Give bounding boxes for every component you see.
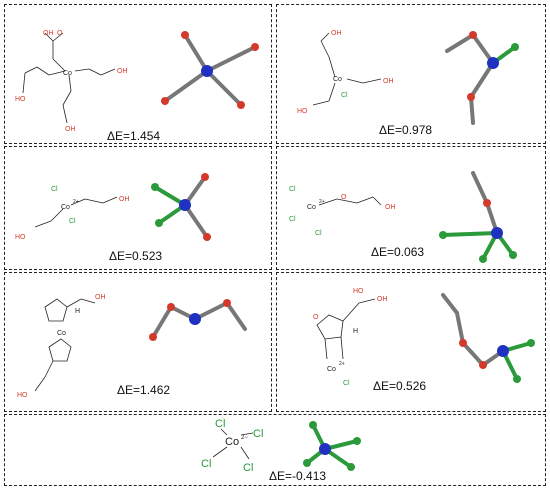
cl-label: Cl (341, 92, 348, 99)
panel-2: Co Cl OH OH HO ΔE=0.978 (276, 4, 546, 144)
co-label: Co (63, 70, 72, 77)
structure-3d-p5 (149, 299, 247, 341)
energy-label: ΔE=-0.413 (269, 469, 327, 483)
energy-label: ΔE=1.462 (117, 383, 171, 397)
structure-2d-p4: Cl Cl Cl Co 2+ O OH (289, 186, 396, 237)
oh-label: OH (95, 294, 106, 301)
structure-3d-p1 (161, 31, 259, 109)
structure-3d-p2 (445, 31, 519, 125)
oh-label: OH (331, 30, 342, 37)
ho-label: HO (297, 108, 308, 115)
h-label: H (353, 328, 358, 335)
energy-label: ΔE=0.978 (379, 123, 433, 137)
structure-2d-p5: Co OH HO H (17, 294, 106, 399)
panel-6: O HO OH H Co 2+ Cl ΔE=0.526 (276, 272, 546, 412)
cl-label: Cl (343, 380, 350, 387)
h-label: H (75, 308, 80, 315)
structure-3d-p6 (441, 293, 535, 383)
co-charge: 2− (241, 435, 248, 441)
panel-7: Cl Cl Cl Cl Co 2− ΔE=-0.413 (4, 414, 546, 486)
co-charge: 2+ (339, 361, 345, 367)
cl-label: Cl (289, 216, 296, 223)
cl-label: Cl (51, 186, 58, 193)
structure-2d-p2: Co Cl OH OH HO (297, 30, 394, 115)
cl-label: Cl (201, 458, 211, 470)
energy-label: ΔE=1.454 (107, 129, 161, 143)
structure-3d-p3 (151, 173, 211, 241)
energy-label: ΔE=0.526 (373, 379, 427, 393)
co-label: Co (327, 366, 336, 373)
ho-label: HO (15, 234, 26, 241)
ho-label: HO (17, 392, 28, 399)
structure-2d-p6: O HO OH H Co 2+ Cl (313, 288, 388, 387)
structure-3d-p7 (303, 421, 361, 471)
structure-2d-p7: Cl Cl Cl Cl Co 2− (201, 418, 263, 474)
panel-1: O Co OH HO OH OH ΔE=1.454 (4, 4, 272, 144)
co-label: Co (57, 330, 66, 337)
ho-label: HO (15, 96, 26, 103)
oh-label: OH (383, 78, 394, 85)
oh-label: OH (43, 30, 54, 37)
structure-2d-p1: O Co OH HO OH OH (15, 30, 128, 133)
cl-label: Cl (215, 418, 225, 430)
cl-label: Cl (243, 462, 253, 474)
ho-label: HO (353, 288, 364, 295)
o-label: O (313, 314, 319, 321)
co-label: Co (225, 436, 239, 448)
oh-label: OH (65, 126, 76, 133)
oh-label: OH (119, 196, 130, 203)
oh-label: OH (377, 296, 388, 303)
oh-label: OH (117, 68, 128, 75)
energy-label: ΔE=0.523 (109, 249, 163, 263)
co-label: Co (333, 76, 342, 83)
panel-5: Co OH HO H ΔE=1.462 (4, 272, 272, 412)
co-charge: 2+ (73, 199, 79, 205)
oh-label: OH (385, 204, 396, 211)
structure-2d-p3: Cl Co 2+ Cl OH HO (15, 186, 130, 241)
co-charge: 2+ (319, 199, 325, 205)
structure-3d-p4 (439, 171, 517, 263)
cl-label: Cl (253, 428, 263, 440)
co-label: Co (61, 204, 70, 211)
energy-label: ΔE=0.063 (371, 245, 425, 259)
co-label: Co (307, 204, 316, 211)
cl-label: Cl (289, 186, 296, 193)
cl-label: Cl (315, 230, 322, 237)
o-label: O (341, 194, 347, 201)
o-label: O (57, 30, 63, 37)
cl-label: Cl (69, 218, 76, 225)
panel-3: Cl Co 2+ Cl OH HO ΔE=0.523 (4, 146, 272, 270)
panel-4: Cl Cl Cl Co 2+ O OH ΔE=0.063 (276, 146, 546, 270)
